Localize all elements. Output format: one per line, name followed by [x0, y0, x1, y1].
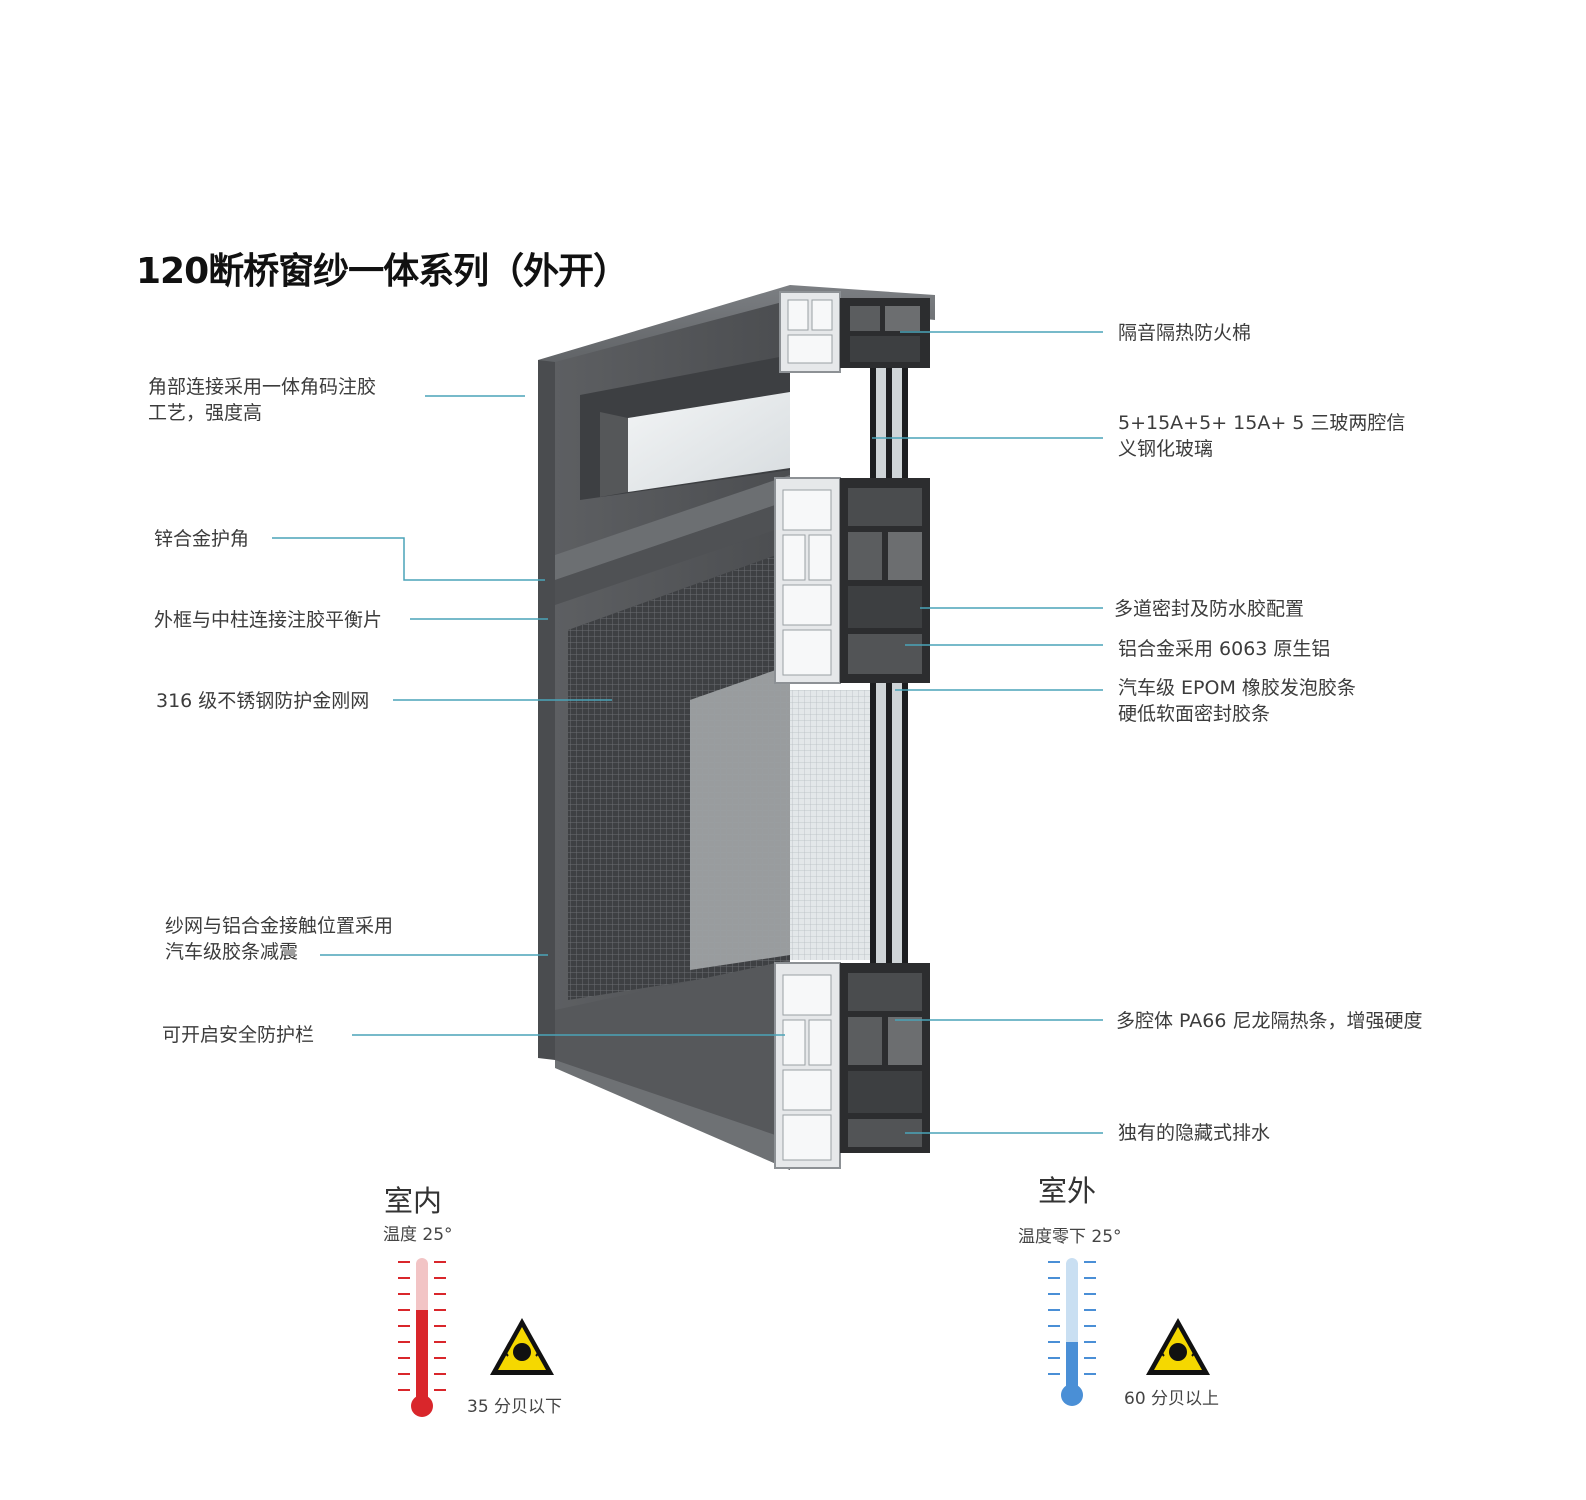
label-epdm-line2: 硬低软面密封胶条	[1118, 703, 1271, 725]
label-frame-mullion: 外框与中柱连接注胶平衡片	[154, 609, 383, 631]
thermometer-icon	[398, 1258, 446, 1417]
label-zinc-corner: 锌合金护角	[154, 528, 250, 550]
window-frame	[538, 285, 935, 1170]
indoor-noise-level: 35 分贝以下	[467, 1397, 563, 1417]
outdoor-noise-level: 60 分贝以上	[1124, 1389, 1220, 1409]
page-title: 120断桥窗纱一体系列（外开）	[136, 251, 629, 292]
label-glass-line1: 5+15A+5+ 15A+ 5 三玻两腔信	[1118, 412, 1406, 434]
label-mesh-contact-line2: 汽车级胶条减震	[165, 941, 299, 963]
label-aluminum: 铝合金采用 6063 原生铝	[1118, 638, 1331, 660]
noise-warning-icon	[1146, 1318, 1210, 1375]
indoor-heading: 室内	[384, 1184, 443, 1218]
noise-warning-icon	[490, 1318, 554, 1375]
label-mesh-316: 316 级不锈钢防护金刚网	[156, 690, 370, 712]
label-mesh-contact-line1: 纱网与铝合金接触位置采用	[165, 915, 394, 937]
label-seal-config: 多道密封及防水胶配置	[1114, 598, 1305, 620]
label-drainage: 独有的隐藏式排水	[1118, 1122, 1271, 1144]
thermometer-icon	[1048, 1258, 1096, 1406]
profile-cross-section	[774, 291, 930, 1169]
label-epdm-line1: 汽车级 EPOM 橡胶发泡胶条	[1118, 677, 1356, 699]
label-corner-joint-line1: 角部连接采用一体角码注胶	[148, 376, 377, 398]
outdoor-temperature: 温度零下 25°	[1018, 1227, 1122, 1247]
label-fire-cotton: 隔音隔热防火棉	[1118, 322, 1252, 344]
indoor-temperature: 温度 25°	[383, 1225, 453, 1245]
label-glass-line2: 义钢化玻璃	[1118, 438, 1214, 460]
label-pa66: 多腔体 PA66 尼龙隔热条，增强硬度	[1116, 1010, 1423, 1032]
leader-lines	[272, 331, 1103, 1134]
label-corner-joint-line2: 工艺，强度高	[148, 402, 263, 424]
label-guardrail: 可开启安全防护栏	[162, 1024, 315, 1046]
outdoor-heading: 室外	[1038, 1174, 1097, 1208]
